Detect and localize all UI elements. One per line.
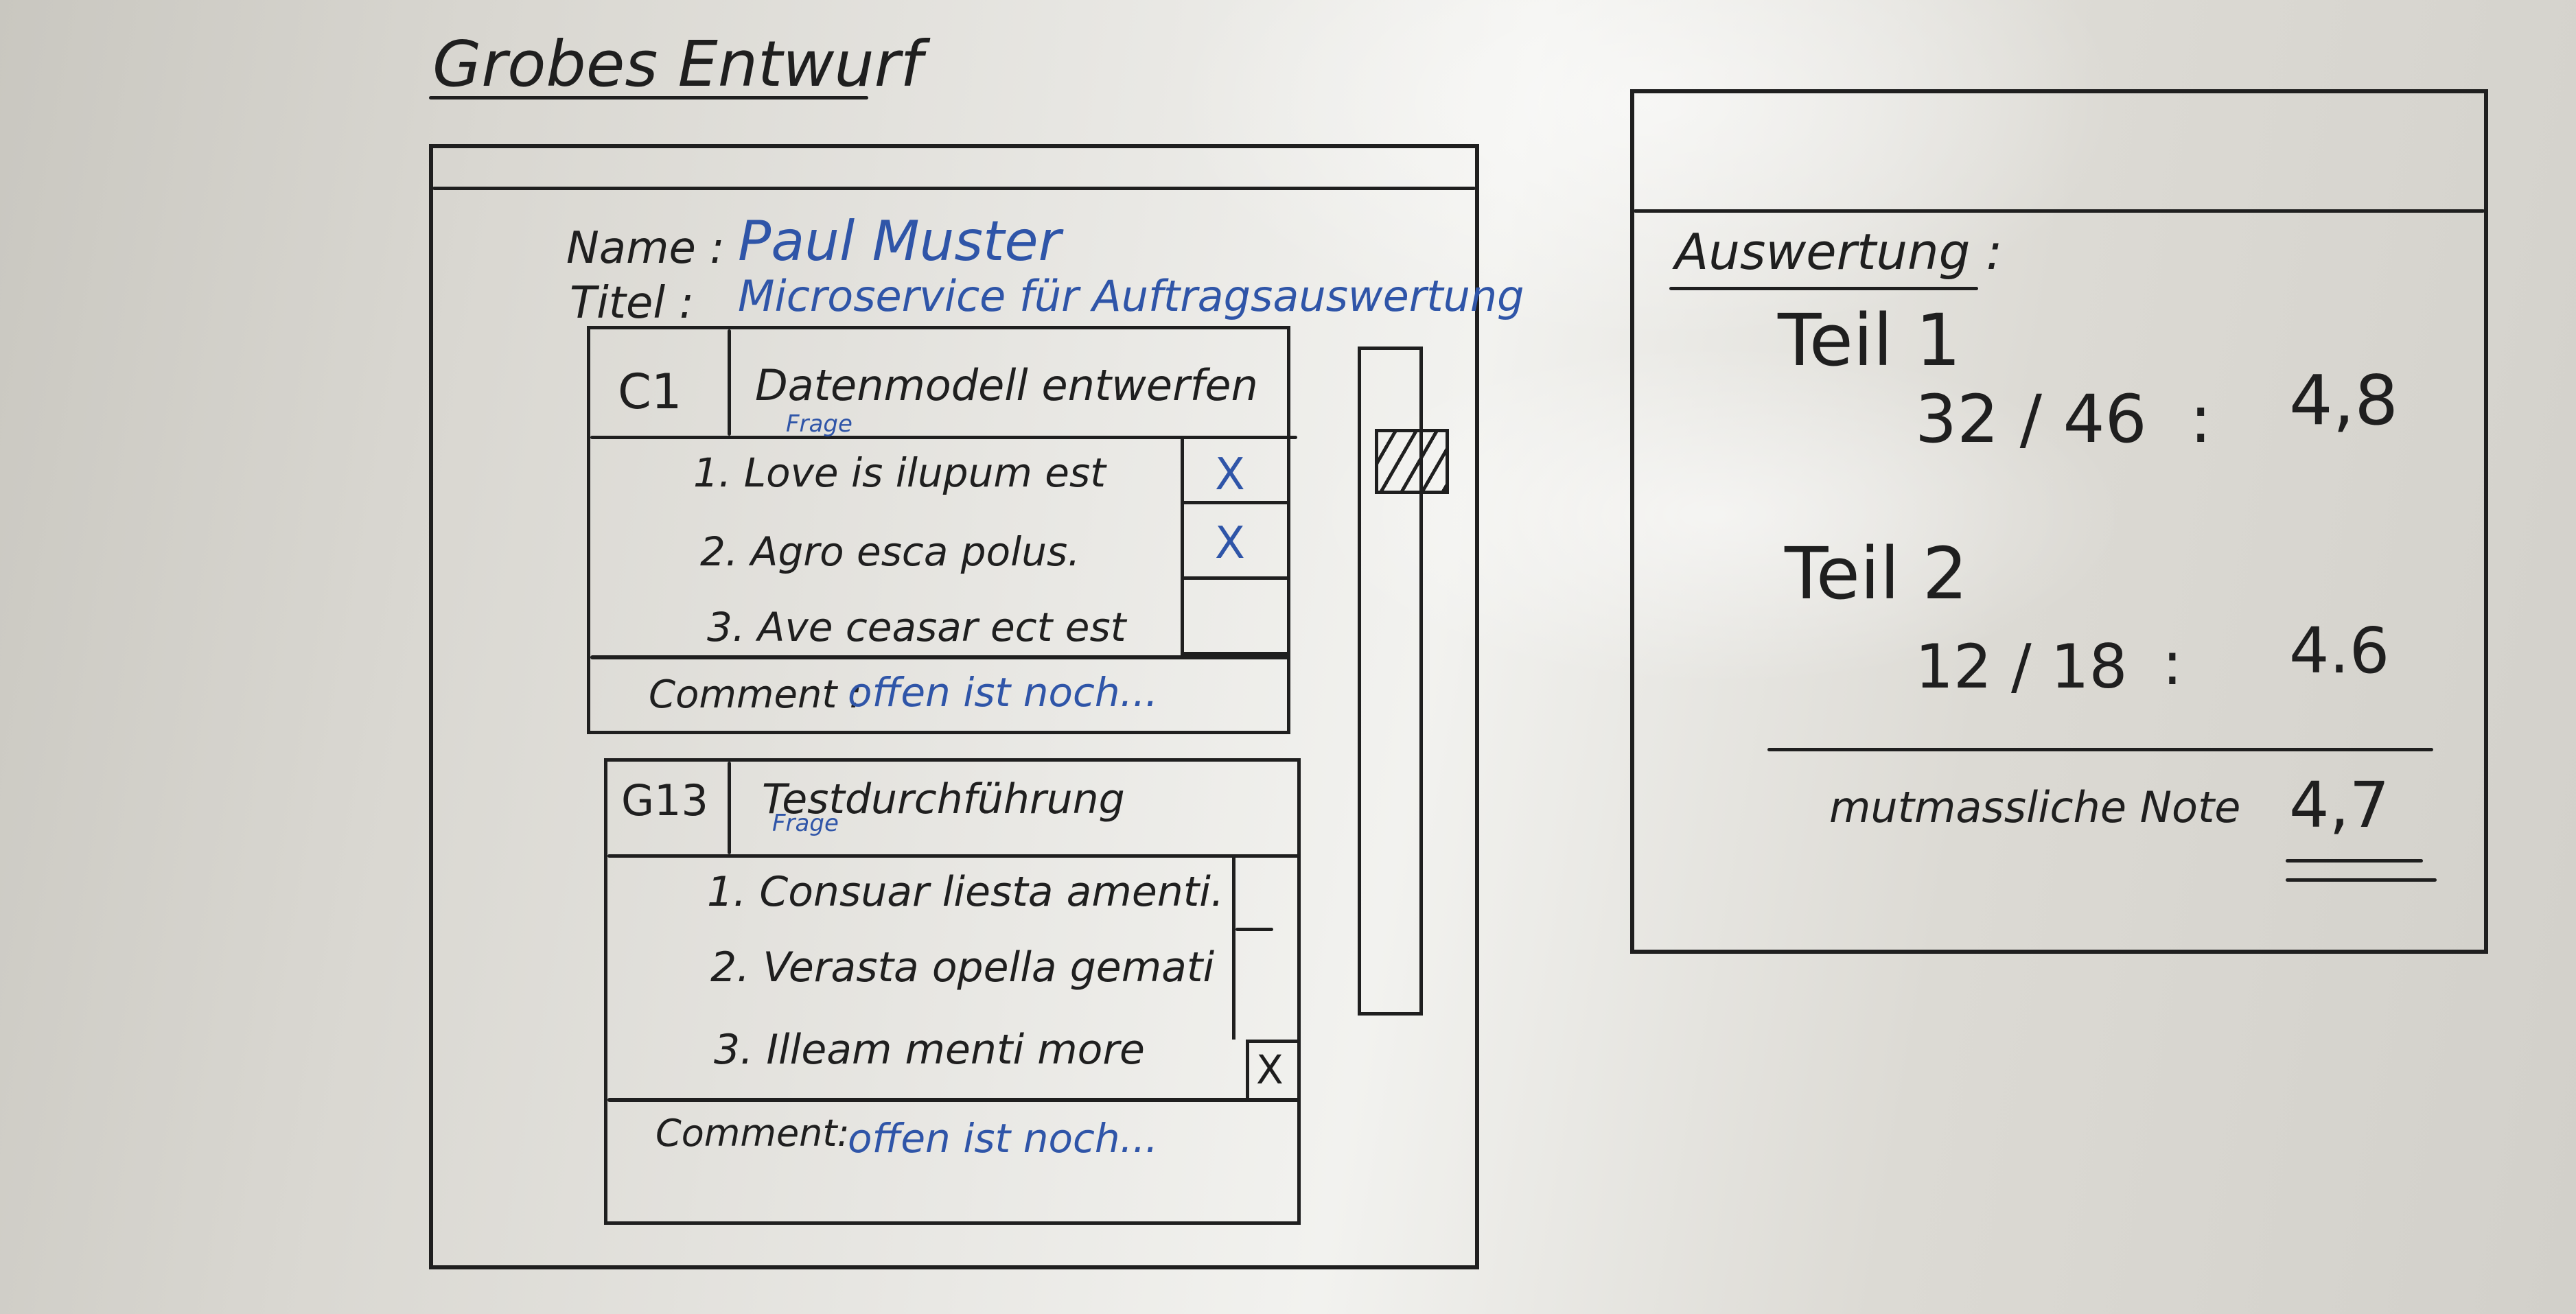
section-c1-header-divider xyxy=(590,436,1297,439)
part-2-separator: : xyxy=(2162,628,2183,699)
section-g13-check-3: X xyxy=(1256,1046,1284,1093)
section-g13-checkbox-2[interactable] xyxy=(1232,930,1301,1040)
section-g13-question-1: 1. Consuar liesta amenti. xyxy=(707,868,1225,916)
section-c1-subtag: Frage xyxy=(786,410,852,438)
evaluation-panel xyxy=(1630,89,2488,954)
section-g13-frame xyxy=(604,758,1301,1225)
part-2-label: Teil 2 xyxy=(1785,532,1968,615)
title-value[interactable]: Microservice für Auftragsauswertung xyxy=(738,271,1524,321)
name-label: Name : xyxy=(566,223,725,274)
part-1-label: Teil 1 xyxy=(1778,298,1961,382)
part-1-grade: 4,8 xyxy=(2289,360,2399,441)
section-g13-checkbox-1-tick-line xyxy=(1235,928,1273,931)
section-g13-checkbox-1[interactable] xyxy=(1232,858,1301,930)
section-g13-heading: Testdurchführung xyxy=(762,775,1125,823)
section-c1-question-2: 2. Agro esca polus. xyxy=(700,528,1080,575)
section-c1-question-1: 1. Love is ilupum est xyxy=(693,449,1106,496)
final-grade-underline-2 xyxy=(2286,878,2437,882)
section-g13-comment-divider xyxy=(607,1098,1301,1102)
final-grade-underline-1 xyxy=(2286,859,2423,863)
section-g13-question-2: 2. Verasta opella gemati xyxy=(710,943,1215,992)
section-g13-code: G13 xyxy=(621,775,708,825)
section-c1-code: C1 xyxy=(618,364,682,420)
part-2-score: 12 / 18 xyxy=(1915,631,2128,702)
section-c1-check-1: X xyxy=(1215,449,1245,500)
title-label: Titel : xyxy=(570,278,695,329)
evaluation-sum-divider xyxy=(1767,748,2433,751)
scrollbar-thumb[interactable] xyxy=(1375,429,1449,494)
evaluation-heading-underline xyxy=(1669,287,1978,290)
part-1-score: 32 / 46 xyxy=(1915,381,2147,458)
section-g13-comment-label: Comment: xyxy=(655,1112,850,1155)
section-c1-checkbox-2[interactable] xyxy=(1181,504,1290,580)
section-c1-check-2: X xyxy=(1215,518,1245,569)
section-g13-comment-value[interactable]: offen ist noch... xyxy=(848,1115,1158,1162)
name-value[interactable]: Paul Muster xyxy=(738,209,1061,273)
section-c1-question-3: 3. Ave ceasar ect est xyxy=(707,604,1126,650)
section-c1-heading: Datenmodell entwerfen xyxy=(755,360,1258,410)
part-1-separator: : xyxy=(2190,381,2212,458)
section-g13-question-3: 3. Illeam menti more xyxy=(714,1026,1145,1074)
part-2-grade: 4.6 xyxy=(2289,614,2390,688)
evaluation-heading: Auswertung : xyxy=(1675,223,2003,281)
form-window xyxy=(429,144,1479,1269)
section-c1-comment-value[interactable]: offen ist noch... xyxy=(848,669,1158,716)
scrollbar-track[interactable] xyxy=(1358,347,1423,1016)
board-title: Grobes Entwurf xyxy=(432,27,923,101)
title-underline xyxy=(429,96,868,99)
section-c1-checkbox-3[interactable] xyxy=(1181,580,1290,655)
section-c1-checkbox-1[interactable] xyxy=(1181,439,1290,504)
section-g13-subtag: Frage xyxy=(772,810,839,837)
final-label: mutmassliche Note xyxy=(1829,782,2241,832)
final-grade: 4,7 xyxy=(2289,769,2390,842)
section-g13-code-divider xyxy=(728,762,731,854)
evaluation-titlebar-divider xyxy=(1634,209,2485,213)
section-g13-header-divider xyxy=(607,854,1301,858)
section-c1-code-divider xyxy=(728,329,731,436)
section-c1-comment-label: Comment : xyxy=(649,672,863,717)
form-titlebar-divider xyxy=(432,187,1476,190)
section-c1-comment-divider xyxy=(590,655,1290,659)
